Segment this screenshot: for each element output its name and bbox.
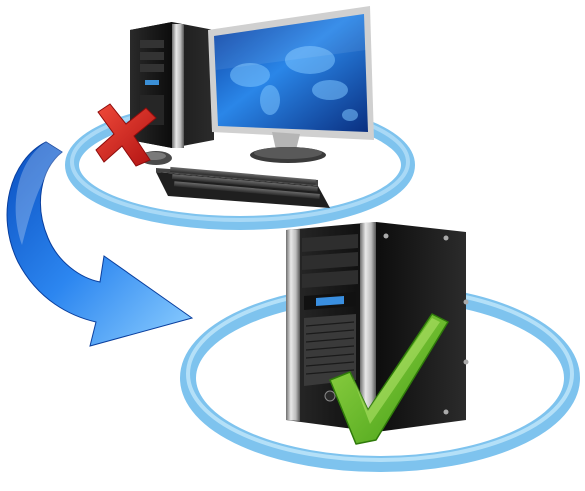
cross-icon <box>95 103 157 167</box>
desktop-computer-icon <box>130 6 374 208</box>
desktop-monitor <box>208 6 374 163</box>
server-lcd-panel <box>304 292 356 310</box>
server-vent <box>304 314 356 386</box>
keyboard-icon <box>156 166 330 208</box>
power-button-graphic <box>324 390 336 402</box>
drive-bays <box>302 234 358 288</box>
world-map-graphic <box>230 46 358 121</box>
curved-arrow-icon <box>6 141 194 347</box>
checkmark-icon <box>329 313 449 445</box>
